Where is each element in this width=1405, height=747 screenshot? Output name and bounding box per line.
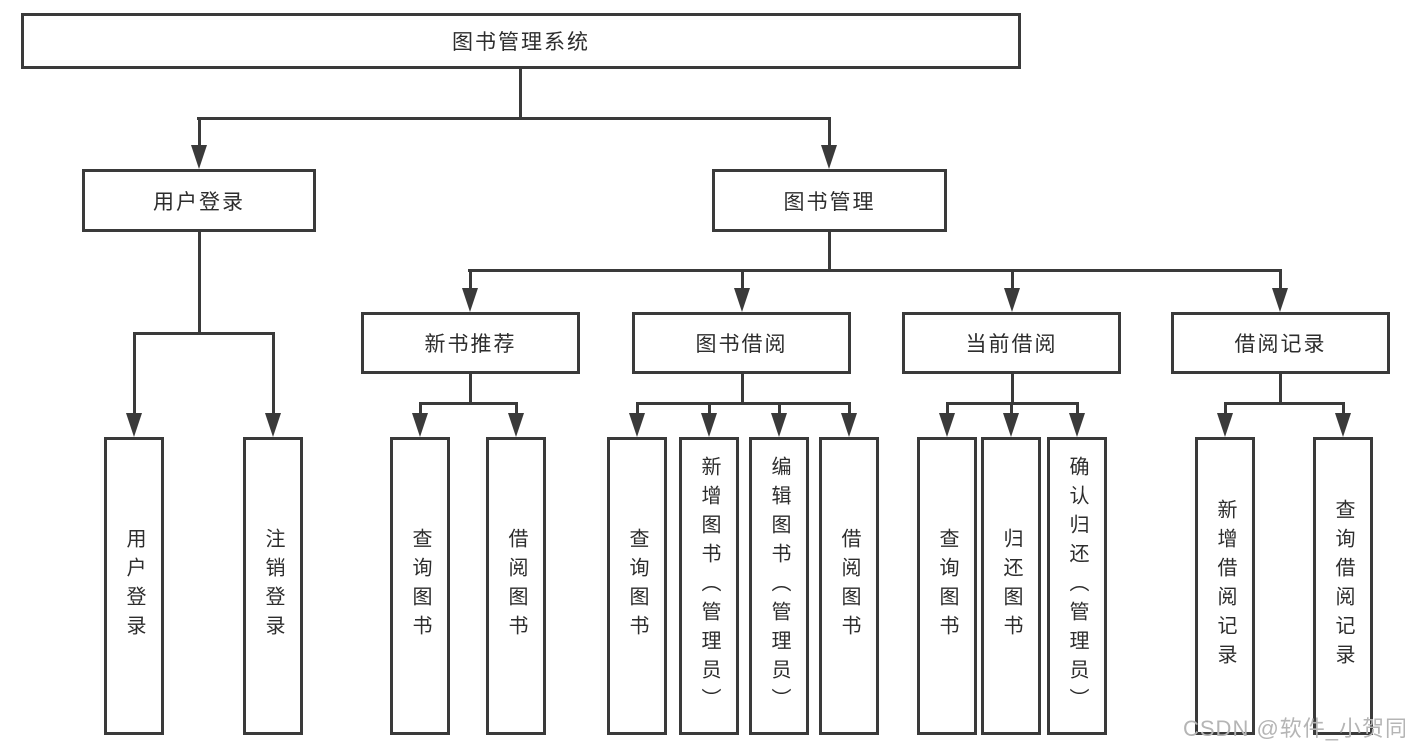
arrowhead-down <box>771 413 787 437</box>
arrowhead-down <box>191 145 207 169</box>
connector-line <box>468 269 1281 272</box>
connector-line <box>741 374 744 404</box>
node-book-management: 图书管理 <box>712 169 947 232</box>
arrowhead-down <box>126 413 142 437</box>
connector-line <box>828 232 831 271</box>
arrowhead-down <box>629 413 645 437</box>
arrowhead-down <box>841 413 857 437</box>
node-label: 借阅图书 <box>505 528 527 644</box>
connector-line <box>133 332 136 413</box>
connector-line <box>1224 402 1227 415</box>
node-label: 图书管理系统 <box>452 31 590 54</box>
node-label: 查询图书 <box>409 528 431 644</box>
node-label: 新增借阅记录 <box>1214 499 1236 673</box>
arrowhead-down <box>701 413 717 437</box>
arrowhead-down <box>265 413 281 437</box>
arrowhead-down <box>1004 288 1020 312</box>
leaf-borrow-books-recommend: 借阅图书 <box>486 437 546 735</box>
leaf-return-books: 归还图书 <box>981 437 1041 735</box>
leaf-logout: 注销登录 <box>243 437 303 735</box>
node-label: 查询图书 <box>936 528 958 644</box>
leaf-user-login: 用户登录 <box>104 437 164 735</box>
connector-line <box>197 117 830 120</box>
connector-line <box>133 332 274 335</box>
connector-line <box>1011 269 1014 290</box>
connector-line <box>198 232 201 334</box>
arrowhead-down <box>1069 413 1085 437</box>
node-user-login: 用户登录 <box>82 169 316 232</box>
connector-line <box>419 402 422 415</box>
connector-line <box>1011 374 1014 404</box>
node-label: 编辑图书（管理员） <box>768 455 790 717</box>
connector-line <box>1279 374 1282 404</box>
connector-line <box>778 402 781 415</box>
leaf-add-books-admin: 新增图书（管理员） <box>679 437 739 735</box>
connector-line <box>741 269 744 290</box>
node-new-book-recommendation: 新书推荐 <box>361 312 580 374</box>
node-label: 查询借阅记录 <box>1332 499 1354 673</box>
arrowhead-down <box>939 413 955 437</box>
arrowhead-down <box>508 413 524 437</box>
node-label: 图书管理 <box>783 190 876 214</box>
node-label: 归还图书 <box>1000 528 1022 644</box>
node-label: 图书借阅 <box>695 333 788 356</box>
arrowhead-down <box>1272 288 1288 312</box>
arrowhead-down <box>462 288 478 312</box>
connector-line <box>1076 402 1079 415</box>
leaf-query-books-current: 查询图书 <box>917 437 977 735</box>
connector-line <box>419 402 518 405</box>
connector-line <box>828 117 831 147</box>
node-label: 用户登录 <box>153 190 245 214</box>
node-label: 借阅记录 <box>1234 333 1327 356</box>
connector-line <box>636 402 639 415</box>
leaf-query-books-recommend: 查询图书 <box>390 437 450 735</box>
leaf-add-borrow-record: 新增借阅记录 <box>1195 437 1255 735</box>
leaf-edit-books-admin: 编辑图书（管理员） <box>749 437 809 735</box>
connector-line <box>272 332 275 413</box>
node-label: 新增图书（管理员） <box>698 455 720 717</box>
connector-line <box>848 402 851 415</box>
arrowhead-down <box>734 288 750 312</box>
connector-line <box>469 269 472 290</box>
leaf-confirm-return-admin: 确认归还（管理员） <box>1047 437 1107 735</box>
leaf-borrow-books: 借阅图书 <box>819 437 879 735</box>
connector-line <box>636 402 850 405</box>
connector-line <box>946 402 949 415</box>
leaf-query-books-borrowing: 查询图书 <box>607 437 667 735</box>
node-label: 确认归还（管理员） <box>1066 455 1088 717</box>
node-borrowing-records: 借阅记录 <box>1171 312 1390 374</box>
connector-line <box>1279 269 1282 290</box>
node-label: 用户登录 <box>123 528 145 644</box>
connector-line <box>708 402 711 415</box>
leaf-query-borrow-record: 查询借阅记录 <box>1313 437 1373 735</box>
node-label: 借阅图书 <box>838 528 860 644</box>
connector-line <box>1342 402 1345 415</box>
arrowhead-down <box>821 145 837 169</box>
node-current-borrowing: 当前借阅 <box>902 312 1121 374</box>
node-root-library-management-system: 图书管理系统 <box>21 13 1021 69</box>
connector-line <box>515 402 518 415</box>
connector-line <box>198 117 201 147</box>
node-book-borrowing: 图书借阅 <box>632 312 851 374</box>
node-label: 当前借阅 <box>965 333 1058 356</box>
csdn-watermark: CSDN @软件_小贺同学 <box>1183 716 1405 741</box>
connector-line <box>1224 402 1344 405</box>
arrowhead-down <box>412 413 428 437</box>
arrowhead-down <box>1335 413 1351 437</box>
connector-line <box>469 374 472 404</box>
node-label: 查询图书 <box>626 528 648 644</box>
connector-line <box>519 69 522 119</box>
arrowhead-down <box>1217 413 1233 437</box>
connector-line <box>1010 402 1013 415</box>
node-label: 注销登录 <box>262 528 284 644</box>
arrowhead-down <box>1003 413 1019 437</box>
node-label: 新书推荐 <box>424 333 517 356</box>
